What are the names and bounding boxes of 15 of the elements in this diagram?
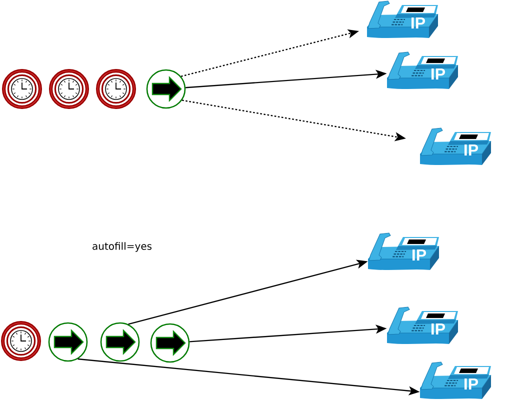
clock-icon [2, 69, 42, 109]
clock-icon [49, 69, 89, 109]
ip-phone: IP [386, 52, 458, 90]
ip-phone: IP [420, 362, 492, 400]
arrow-circle [48, 322, 88, 362]
ip-phone: IP [420, 128, 492, 166]
ip-phone: IP [386, 306, 458, 344]
ip-phone: IP [366, 0, 438, 38]
note-text: autofill=yes [92, 242, 152, 252]
clock-icon [1, 321, 41, 361]
ip-phone: IP [368, 232, 440, 270]
arrow-circle [150, 323, 190, 363]
clock-icon [96, 69, 136, 109]
arrow-circle [100, 322, 140, 362]
arrow-circle [146, 69, 186, 109]
